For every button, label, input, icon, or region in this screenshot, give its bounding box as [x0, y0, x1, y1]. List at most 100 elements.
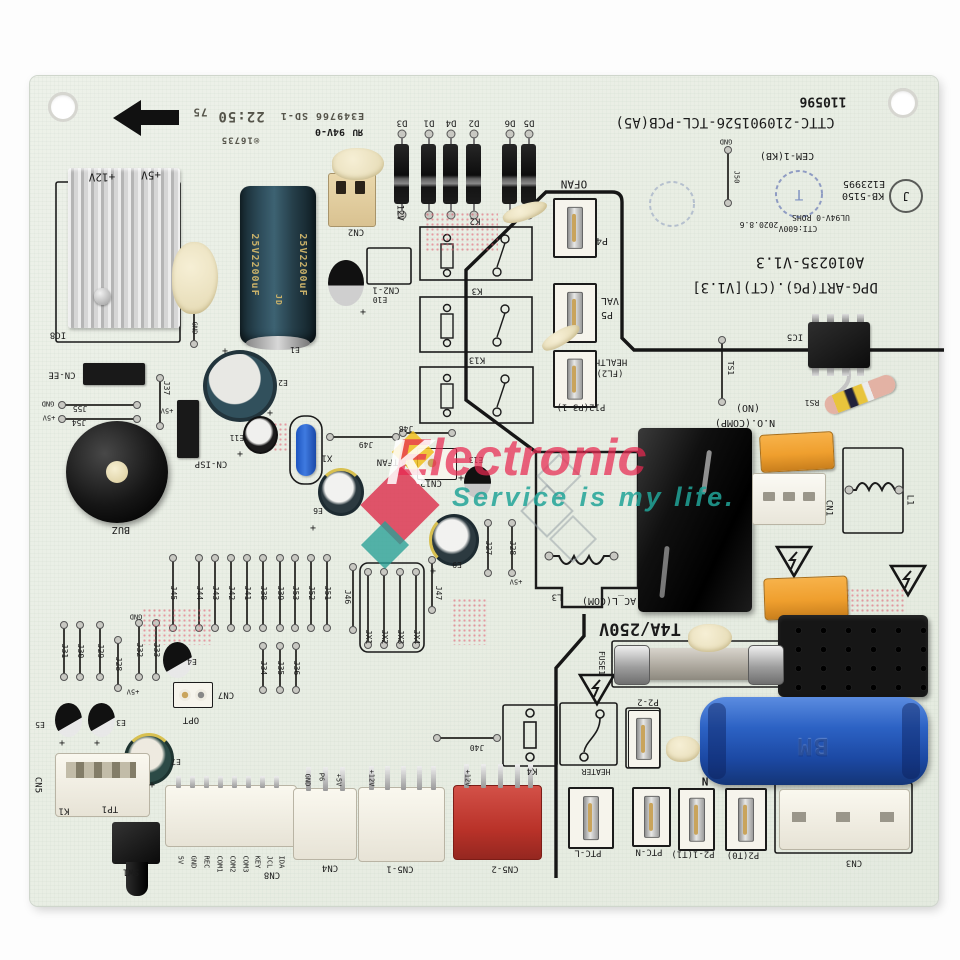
pin — [232, 776, 237, 788]
capacitor-bm — [700, 697, 928, 785]
arrow-head — [113, 100, 141, 136]
pin — [246, 776, 251, 788]
solder-pad — [399, 429, 407, 437]
glue-blob — [688, 624, 732, 652]
solder-pad — [76, 621, 84, 629]
pin — [274, 776, 279, 788]
connector-cn5-1 — [358, 766, 445, 862]
arrow-shaft — [139, 110, 179, 125]
pad — [195, 689, 207, 701]
lightning-bolt-icon — [590, 679, 601, 698]
solder-pad — [448, 429, 456, 437]
metal-clip — [567, 206, 583, 250]
relay-symbol — [492, 267, 502, 277]
transistor-e4 — [163, 642, 192, 678]
pin — [190, 776, 195, 788]
solder-pad — [58, 401, 66, 409]
solder-pad — [243, 554, 251, 562]
connector-cn7-opt — [173, 682, 213, 708]
solder-pad — [412, 641, 420, 649]
connector-health-fl2 — [553, 350, 597, 408]
diode — [443, 144, 458, 204]
heatsink — [68, 168, 180, 328]
silk-outline — [559, 702, 618, 766]
connector-slots — [66, 762, 136, 778]
diode — [421, 144, 436, 204]
relay-symbol — [440, 383, 454, 409]
solder-pad — [380, 568, 388, 576]
ic-lead — [812, 314, 819, 322]
solder-pad — [508, 519, 516, 527]
solder-pad — [292, 642, 300, 650]
capacitor-e11 — [243, 416, 278, 454]
screw — [94, 288, 111, 305]
switch-sw1 — [112, 822, 160, 896]
connector-p2-t0 — [725, 788, 767, 851]
relay-symbol — [496, 382, 506, 408]
warning-triangle-icon — [774, 545, 814, 579]
pin — [340, 767, 345, 791]
pin — [515, 764, 520, 788]
connector-cn1 — [752, 473, 826, 525]
connector-slot — [355, 181, 365, 194]
pin — [204, 776, 209, 788]
solder-pad — [276, 642, 284, 650]
solder-pad — [60, 673, 68, 681]
solder-pad — [326, 433, 334, 441]
transistor-e13 — [464, 466, 491, 498]
warning-triangle-icon — [577, 673, 617, 707]
connector-slot — [783, 492, 795, 501]
pink-stipple — [425, 212, 498, 252]
hv-boundary-line — [464, 190, 944, 454]
pin — [306, 767, 311, 791]
solder-pad — [433, 734, 441, 742]
pin — [498, 764, 503, 788]
solder-pad — [505, 129, 515, 139]
solder-pad — [211, 624, 219, 632]
relay-symbol — [492, 407, 502, 417]
solder-pad — [291, 554, 299, 562]
connector-slot — [763, 492, 775, 501]
metal-clip — [738, 797, 754, 842]
crystal-x1 — [296, 424, 316, 476]
solder-pad — [349, 563, 357, 571]
fuse-cap — [748, 645, 784, 685]
solder-pad — [307, 624, 315, 632]
relay-symbol — [496, 242, 506, 268]
diode — [521, 144, 536, 204]
connector-slot — [836, 812, 850, 822]
lightning-bolt-icon — [787, 551, 798, 570]
solder-pad — [292, 686, 300, 694]
solder-pad — [323, 624, 331, 632]
connector-cn3 — [779, 789, 910, 850]
pink-st ipple — [845, 588, 905, 612]
metal-clip — [583, 796, 599, 840]
metal-clip — [643, 795, 660, 839]
solder-pad — [396, 641, 404, 649]
solder-pad — [276, 624, 284, 632]
relay-symbol — [442, 373, 452, 383]
solder-pad — [508, 569, 516, 577]
solder-pad — [152, 673, 160, 681]
connector-p2-2 — [628, 710, 660, 768]
pin — [431, 766, 436, 790]
solder-pad — [428, 606, 436, 614]
metal-clip — [567, 358, 583, 400]
relay-symbol — [442, 268, 452, 278]
connector-p4 — [553, 198, 597, 258]
solder-pad — [364, 568, 372, 576]
heater-symbol — [583, 717, 601, 753]
pad — [424, 455, 440, 471]
relay-symbol — [442, 408, 452, 418]
connector-p2-1-t1 — [678, 788, 715, 851]
solder-pad — [114, 684, 122, 692]
transistor-e3 — [88, 703, 115, 737]
ic-lead — [857, 368, 864, 376]
diode — [394, 144, 409, 204]
diode — [466, 144, 481, 204]
diode — [502, 144, 517, 204]
connector-cn5-2 — [453, 764, 542, 860]
connector-cn4 — [293, 767, 357, 860]
solder-pad — [169, 554, 177, 562]
solder-pad — [323, 554, 331, 562]
